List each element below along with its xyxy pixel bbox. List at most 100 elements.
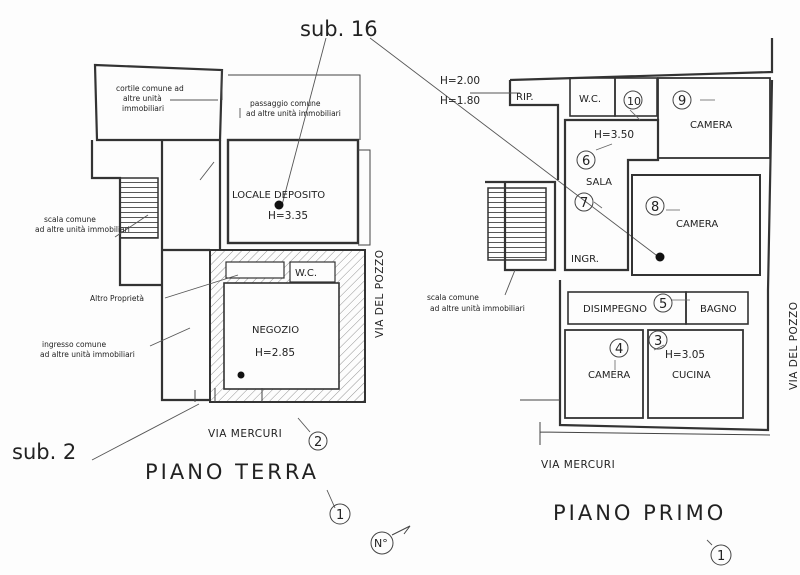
svg-text:5: 5 bbox=[659, 297, 667, 312]
leader-sub16-terra bbox=[281, 37, 327, 206]
cortile-label-1: cortile comune ad bbox=[116, 84, 184, 93]
marker-4: 4 bbox=[609, 338, 629, 358]
via-mercuri-right-label: VIA MERCURI bbox=[541, 459, 615, 471]
camera-9-label: CAMERA bbox=[690, 120, 732, 131]
cucina-room bbox=[647, 329, 744, 419]
sala-room bbox=[563, 118, 660, 272]
wc-terra-room bbox=[289, 261, 336, 283]
camera-8-label: CAMERA bbox=[676, 219, 718, 230]
ingresso-label-2: ad altre unità immobiliari bbox=[40, 350, 135, 359]
scala-terra-outline bbox=[90, 140, 162, 287]
camera-4-room bbox=[564, 329, 644, 419]
h180-label: H=1.80 bbox=[440, 95, 480, 107]
bagno-room bbox=[685, 291, 749, 325]
altro-label: Altro Proprietà bbox=[90, 294, 144, 303]
sub16-label: sub. 16 bbox=[300, 17, 378, 41]
camera-8-room bbox=[631, 174, 761, 276]
marker-5: 5 bbox=[653, 293, 673, 313]
svg-text:N°: N° bbox=[374, 537, 388, 550]
antiwc-terra-room bbox=[225, 261, 285, 279]
sala-label: SALA bbox=[586, 177, 612, 188]
locale-deposito-label: LOCALE DEPOSITO bbox=[232, 190, 325, 201]
svg-text:1: 1 bbox=[717, 549, 725, 564]
svg-text:1: 1 bbox=[336, 508, 344, 523]
h335-label: H=3.35 bbox=[268, 210, 308, 222]
scala-terra-label-1: scala comune bbox=[44, 215, 96, 224]
piano-terra-plan bbox=[90, 37, 661, 509]
disimpegno-label: DISIMPEGNO bbox=[583, 304, 647, 315]
leader-north-terra bbox=[326, 489, 336, 509]
leader-scala-primo bbox=[504, 269, 516, 296]
svg-text:9: 9 bbox=[678, 94, 686, 109]
marker-1-terra: 1 bbox=[329, 503, 351, 525]
passaggio-boundary bbox=[221, 70, 361, 140]
scala-terra-label-2: ad altre unità immobiliari bbox=[35, 225, 130, 234]
scala-primo-outline bbox=[485, 180, 557, 272]
svg-text:8: 8 bbox=[651, 200, 659, 215]
rip-label: RIP. bbox=[516, 92, 534, 103]
scala-comune-terra bbox=[119, 177, 159, 239]
via-mercuri-left-label: VIA MERCURI bbox=[208, 428, 282, 440]
marker-3: 3 bbox=[648, 330, 668, 350]
piano-terra-title: PIANO TERRA bbox=[145, 460, 319, 484]
passaggio-label-1: passaggio comune bbox=[250, 99, 321, 108]
via-pozzo-left-label: VIA DEL POZZO bbox=[374, 250, 386, 338]
leader-sub2 bbox=[91, 403, 200, 461]
bagno-label: BAGNO bbox=[700, 304, 737, 315]
cucina-label: CUCINA bbox=[672, 370, 711, 381]
sub2-label: sub. 2 bbox=[12, 440, 76, 464]
marker-6: 6 bbox=[576, 150, 596, 170]
piano-primo-plan bbox=[470, 38, 774, 546]
h350-label: H=3.50 bbox=[594, 129, 634, 141]
marker-9: 9 bbox=[672, 90, 692, 110]
marker-1-primo: 1 bbox=[710, 544, 732, 566]
leader-scala-terra bbox=[114, 214, 149, 238]
corridoio-terra bbox=[160, 140, 222, 402]
wc-terra-label: W.C. bbox=[295, 268, 317, 279]
leader-mercuri bbox=[297, 417, 311, 433]
svg-text:6: 6 bbox=[582, 154, 590, 169]
marker-7: 7 bbox=[574, 192, 594, 212]
scala-primo-label-2: ad altre unità immobiliari bbox=[430, 304, 525, 313]
svg-text:7: 7 bbox=[580, 196, 588, 211]
scala-comune-primo bbox=[487, 187, 547, 261]
scala-primo-label-1: scala comune bbox=[427, 293, 479, 302]
h200-label: H=2.00 bbox=[440, 75, 480, 87]
negozio-label: NEGOZIO bbox=[252, 325, 299, 336]
piano-primo-title: PIANO PRIMO bbox=[553, 501, 726, 525]
passaggio-label-2: ad altre unità immobiliari bbox=[246, 109, 341, 118]
negozio-dot bbox=[237, 371, 245, 379]
deposito-dot bbox=[274, 200, 284, 210]
negozio-doors bbox=[194, 388, 263, 402]
h285-label: H=2.85 bbox=[255, 347, 295, 359]
marker-2: 2 bbox=[308, 431, 328, 451]
leader-passaggio-diag bbox=[199, 161, 215, 181]
ingr-label: INGR. bbox=[571, 254, 599, 265]
camera-9-room bbox=[657, 77, 771, 159]
h305-label: H=3.05 bbox=[665, 349, 705, 361]
wc-primo-label: W.C. bbox=[579, 94, 601, 105]
marker-8: 8 bbox=[645, 196, 665, 216]
deposito-opening bbox=[358, 149, 371, 246]
arrow-10 bbox=[629, 109, 641, 121]
ingresso-label-1: ingresso comune bbox=[42, 340, 106, 349]
negozio-room bbox=[223, 282, 340, 390]
arrow-6 bbox=[595, 143, 613, 151]
cortile-label-2: altre unità bbox=[123, 94, 162, 103]
primo-bottom-line bbox=[539, 422, 771, 445]
svg-text:3: 3 bbox=[654, 334, 662, 349]
primo-outer-walls bbox=[508, 38, 774, 432]
arrow-7 bbox=[593, 201, 603, 209]
svg-text:2: 2 bbox=[314, 435, 322, 450]
marker-10: 10 bbox=[623, 90, 643, 110]
leader-sub16-primo bbox=[369, 37, 661, 259]
camera-8-dot bbox=[655, 252, 665, 262]
north-arrow-icon: N° bbox=[370, 525, 411, 555]
leader-north-primo bbox=[706, 539, 713, 546]
cortile-label-3: immobiliari bbox=[122, 104, 164, 113]
camera-4-label: CAMERA bbox=[588, 370, 630, 381]
via-pozzo-right-label: VIA DEL POZZO bbox=[788, 302, 800, 390]
svg-text:4: 4 bbox=[615, 342, 623, 357]
leader-altro bbox=[164, 274, 239, 299]
leader-ingresso bbox=[149, 327, 191, 347]
